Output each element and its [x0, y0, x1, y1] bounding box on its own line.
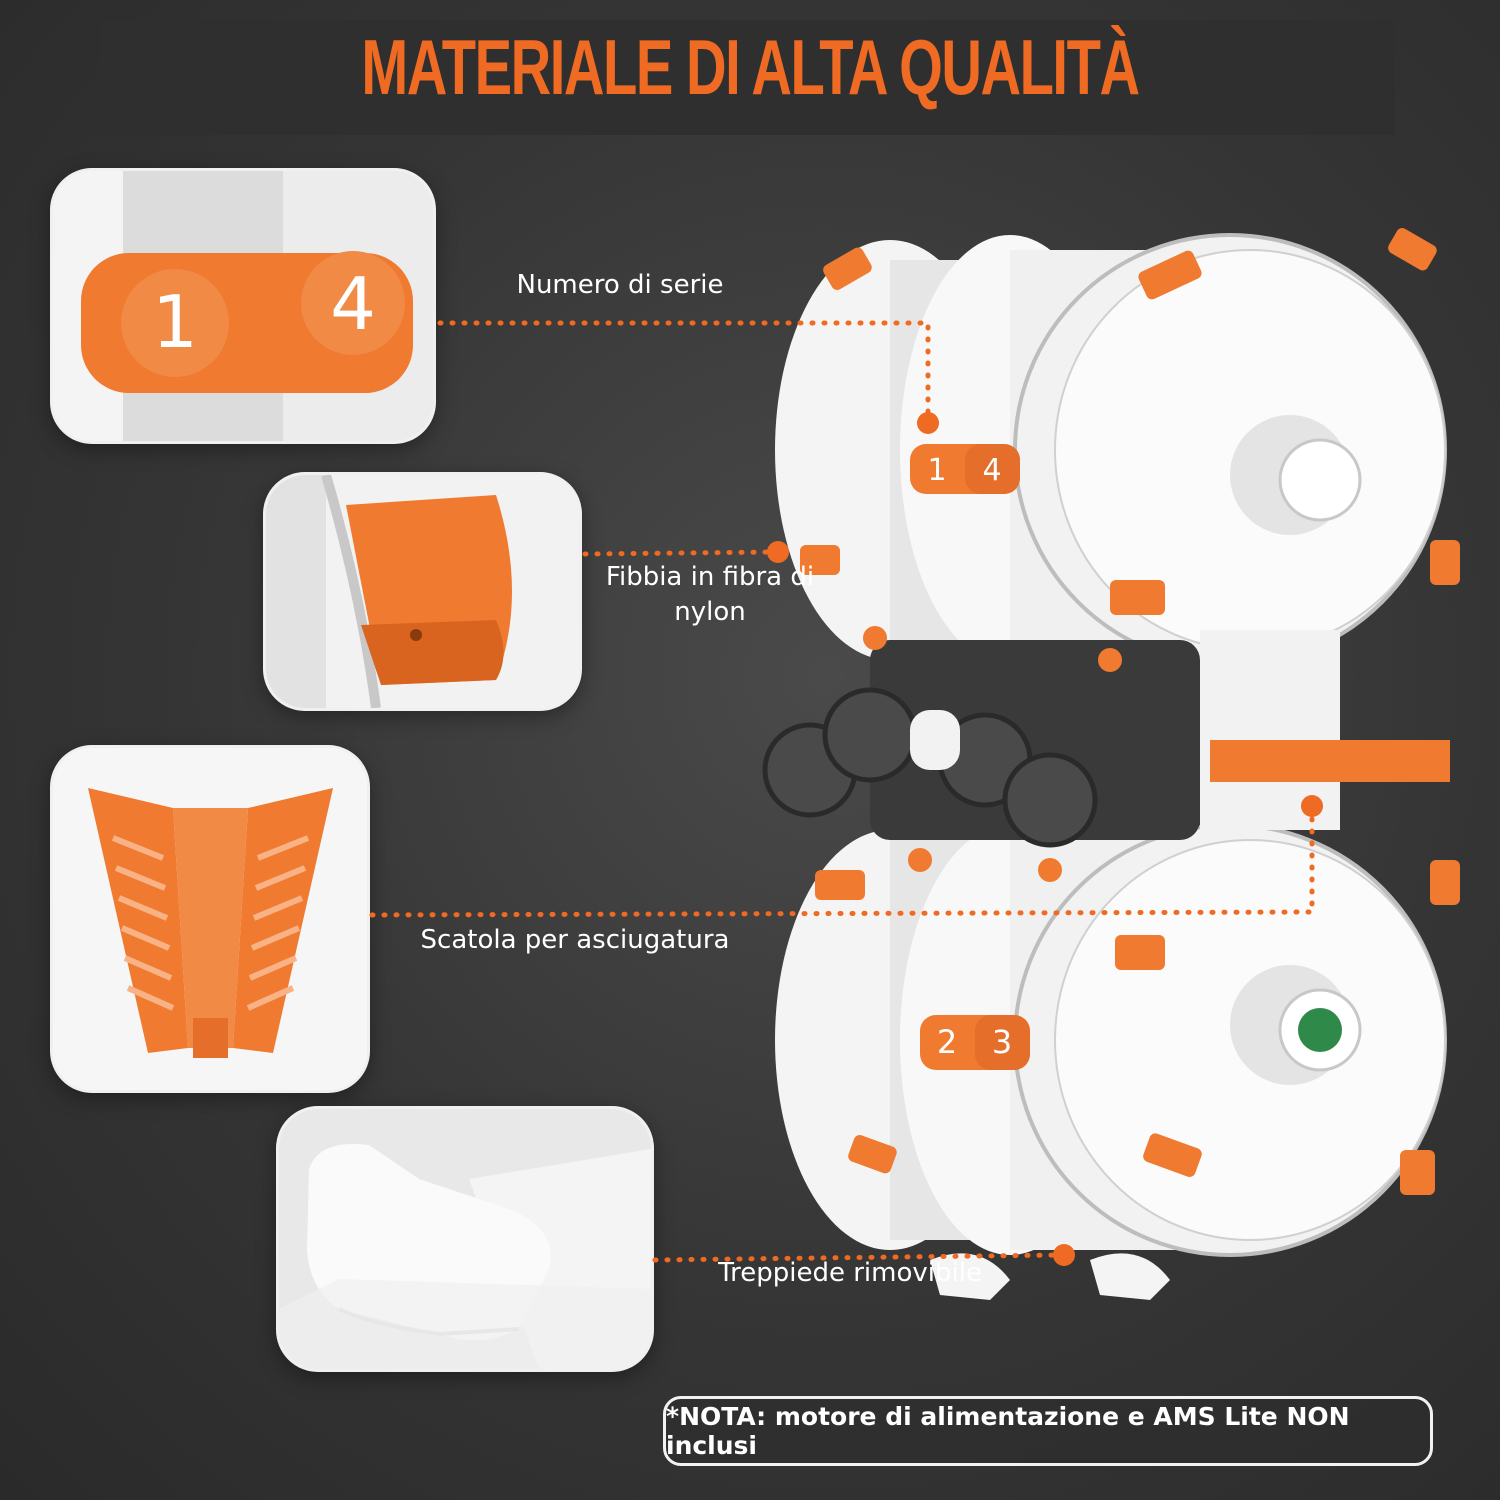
- nylon-buckle-card: [263, 472, 582, 711]
- serial-number-closeup: 1 4: [53, 171, 433, 441]
- nylon-buckle-closeup: [266, 475, 579, 708]
- serial-number-card: 1 4: [50, 168, 436, 444]
- badge-number-4: 4: [330, 262, 376, 346]
- drying-box-card: [50, 745, 370, 1093]
- title-band: [100, 20, 1395, 135]
- product-badge-4: 4: [982, 453, 1001, 488]
- drying-box-closeup: [53, 748, 367, 1090]
- note-text: *NOTA: motore di alimentazione e AMS Lit…: [666, 1402, 1350, 1460]
- nylon-buckle-label: Fibbia in fibra di nylon: [580, 560, 840, 630]
- product-image: 1 4 2 3: [762, 228, 1460, 1300]
- tripod-card: [276, 1106, 654, 1372]
- note-box: *NOTA: motore di alimentazione e AMS Lit…: [663, 1396, 1433, 1466]
- tripod-closeup: [279, 1109, 651, 1369]
- nylon-buckle-label-line2: nylon: [674, 597, 746, 627]
- product-badge-2: 2: [937, 1023, 957, 1061]
- drying-box-label: Scatola per asciugatura: [420, 925, 730, 955]
- tripod-label: Treppiede rimovibile: [718, 1258, 982, 1288]
- product-badge-3: 3: [992, 1023, 1012, 1061]
- page-title: MATERIALE DI ALTA QUALITÀ: [361, 23, 1140, 111]
- nylon-buckle-label-line1: Fibbia in fibra di: [605, 562, 815, 592]
- serial-number-label: Numero di serie: [516, 270, 724, 300]
- product-badge-1: 1: [927, 453, 946, 488]
- badge-number-1: 1: [152, 280, 198, 364]
